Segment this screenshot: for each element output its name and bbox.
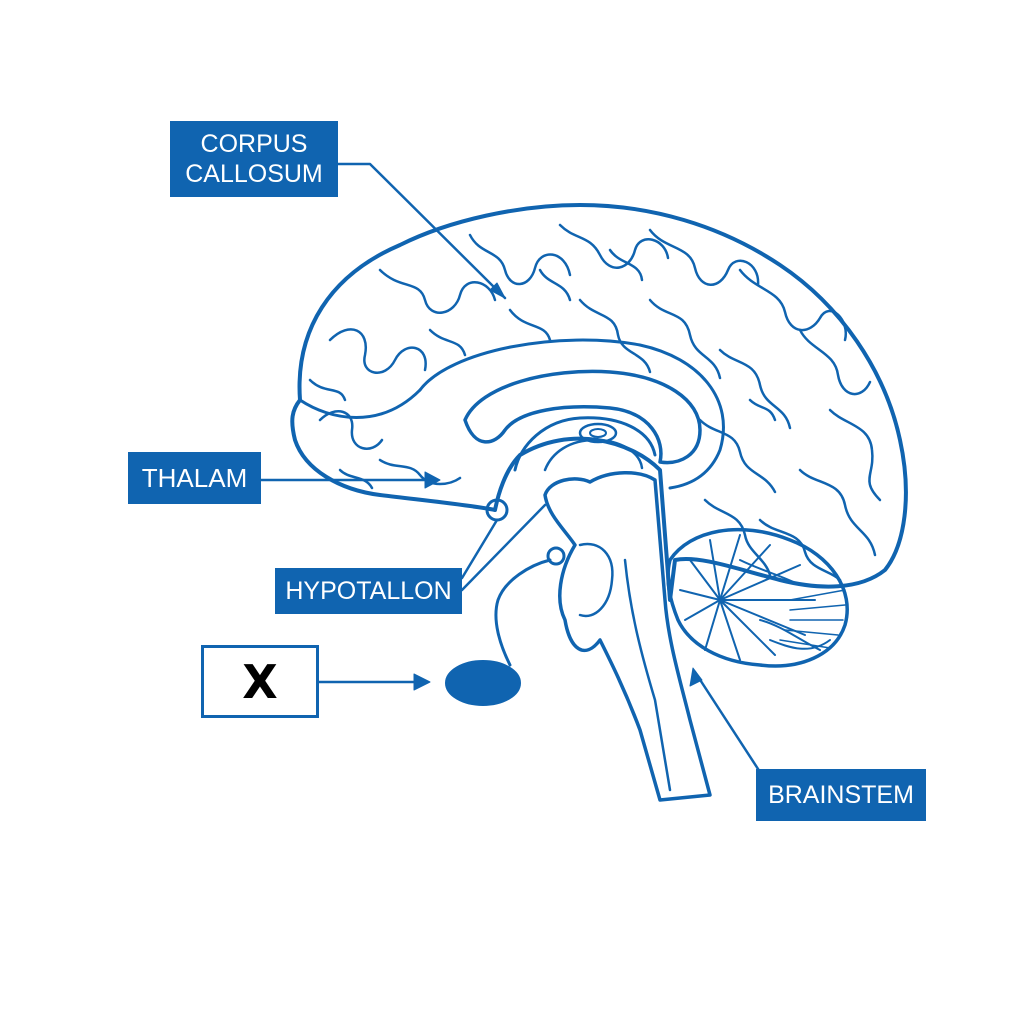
- unknown-structure-label: X: [201, 645, 319, 718]
- pituitary-gland: [445, 660, 521, 706]
- corpus-callosum-label: CORPUS CALLOSUM: [170, 121, 338, 197]
- central-oval: [578, 422, 618, 444]
- pituitary-stalk: [494, 558, 552, 667]
- corpus-callosum-label-line2: CALLOSUM: [185, 160, 323, 188]
- arrow-heads: [413, 282, 703, 691]
- fornix: [513, 416, 657, 472]
- brainstem-label-text: BRAINSTEM: [768, 781, 914, 809]
- central-oval-inner: [589, 428, 607, 438]
- brainstem-label: BRAINSTEM: [756, 769, 926, 821]
- cerebral-gyri: [308, 223, 882, 582]
- fornix-inner: [543, 438, 644, 472]
- brainstem-shape: [543, 471, 712, 802]
- thalamus-label-text: THALAM: [141, 463, 248, 493]
- hypothalamus-label-text: HYPOTALLON: [285, 577, 452, 605]
- inner-arc-lower: [298, 388, 422, 419]
- corpus-callosum: [463, 369, 702, 465]
- mammillary-circle: [546, 546, 566, 566]
- pons-curve: [578, 542, 614, 618]
- cerebellum: [666, 527, 849, 668]
- brainstem-inner-line: [623, 558, 672, 792]
- hypothalamus-label: HYPOTALLON: [275, 568, 462, 614]
- leader-lines: [259, 162, 762, 774]
- cingulate-arc: [418, 338, 725, 490]
- unknown-structure-label-text: X: [242, 654, 278, 709]
- cerebrum-outline: [290, 203, 908, 602]
- corpus-callosum-label-line1: CORPUS: [200, 130, 308, 158]
- thalamus-label: THALAM: [128, 452, 261, 504]
